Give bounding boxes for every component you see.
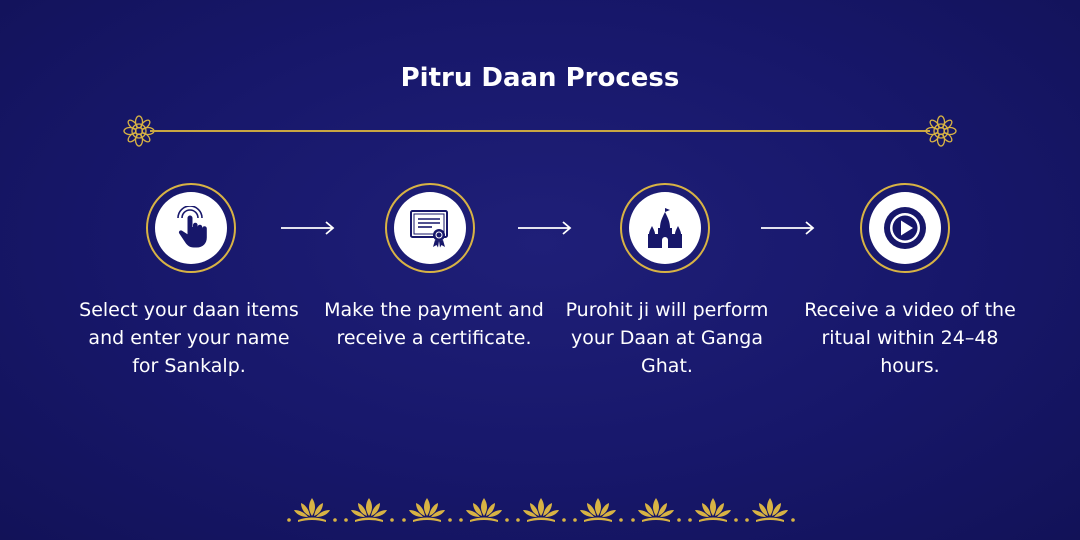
lotus-motif-icon bbox=[287, 498, 337, 522]
step-3-icon-circle bbox=[620, 183, 710, 273]
lotus-motif-icon bbox=[401, 498, 452, 522]
step-4-icon-circle bbox=[860, 183, 950, 273]
arrow-right-icon bbox=[518, 221, 572, 235]
mandala-icon bbox=[925, 115, 957, 147]
step-2-text: Make the payment and receive a certifica… bbox=[324, 299, 544, 349]
arrow-right-icon bbox=[281, 221, 335, 235]
step-2-icon-circle bbox=[385, 183, 475, 273]
hand-tap-icon bbox=[177, 206, 207, 248]
lotus-motif-icon bbox=[745, 498, 795, 522]
step-1-text: Select your daan items and enter your na… bbox=[79, 299, 299, 377]
step-1-icon-circle bbox=[146, 183, 236, 273]
ornamental-divider bbox=[122, 114, 958, 148]
lotus-motif-icon bbox=[458, 498, 509, 522]
temple-icon bbox=[648, 206, 682, 248]
divider-line bbox=[150, 130, 930, 132]
lotus-motif-icon bbox=[344, 498, 395, 522]
lotus-motif-icon bbox=[630, 498, 681, 522]
step-3-text: Purohit ji will perform your Daan at Gan… bbox=[565, 299, 769, 377]
lotus-motif-icon bbox=[687, 498, 738, 522]
lotus-motif-icon bbox=[573, 498, 624, 522]
certificate-icon bbox=[410, 210, 448, 248]
step-4-text: Receive a video of the ritual within 24–… bbox=[804, 299, 1016, 377]
arrow-right-icon bbox=[761, 221, 815, 235]
lotus-motif-icon bbox=[516, 498, 566, 522]
footer-motif-row bbox=[286, 494, 796, 524]
page-title: Pitru Daan Process bbox=[400, 63, 680, 93]
play-video-icon bbox=[884, 207, 926, 249]
